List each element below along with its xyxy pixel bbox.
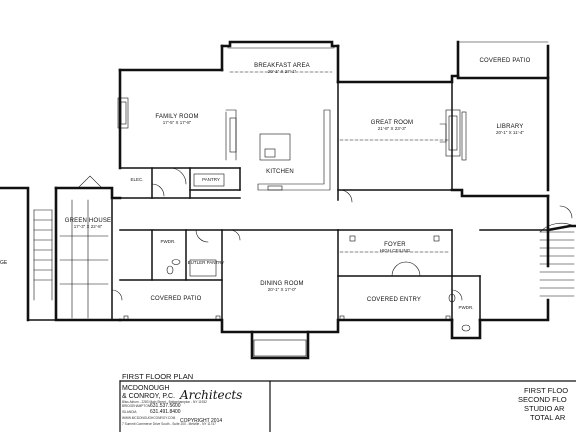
room-foyer-name: FOYER [384, 242, 406, 248]
copyright-text: COPYRIGHT 2014 [180, 418, 222, 424]
title-block: FIRST FLOOR PLAN MCDONOUGH & CONROY, P.C… [122, 372, 568, 426]
room-kitchen-name: KITCHEN [266, 169, 294, 175]
room-pwdr-right-name: PWDR. [459, 305, 474, 310]
room-great-name: GREAT ROOM [371, 120, 413, 126]
room-breakfast-dim: 20'-1" X 27'-1" [268, 69, 297, 74]
room-pantry-name: PANTRY [202, 177, 220, 182]
room-covered-entry-name: COVERED ENTRY [367, 297, 421, 303]
plan-title: FIRST FLOOR PLAN [122, 372, 193, 381]
office1-phone: 631.537.5600 [150, 403, 181, 409]
area-label-first-floor: FIRST FLOO [524, 386, 568, 395]
firm-script-name: Architects [179, 388, 242, 402]
area-label-studio: STUDIO AR [524, 404, 565, 413]
room-library-name: LIBRARY [497, 124, 524, 130]
firm-name-line2: & CONROY, P.C. [122, 393, 175, 400]
firm-address-line2: 7 Summit Commerce Drive South - Suite 20… [122, 422, 216, 426]
room-covered-patio-bottom-name: COVERED PATIO [150, 296, 201, 302]
title-block-frame [119, 380, 576, 432]
room-greenhouse-name: GREEN HOUSE [65, 218, 112, 224]
area-label-second-floor: SECOND FLO [518, 395, 567, 404]
room-greenhouse-dim: 17'-3" X 22'-8" [74, 224, 103, 229]
room-library-dim: 20'-1" X 11'-4" [496, 130, 524, 135]
room-dining-name: DINING ROOM [260, 281, 304, 287]
room-butler-name: BUTLER PANTRY [188, 260, 225, 265]
room-elec-name: ELEC. [130, 177, 143, 182]
room-family-dim: 17'-5" X 17'-8" [163, 120, 192, 125]
room-labels: BREAKFAST AREA 20'-1" X 27'-1" COVERED P… [0, 58, 530, 310]
room-covered-patio-top-name: COVERED PATIO [479, 58, 530, 64]
room-dining-dim: 20'-1" X 17'-0" [268, 287, 297, 292]
room-breakfast-name: BREAKFAST AREA [254, 63, 310, 69]
room-pwdr-left-name: PWDR. [161, 239, 176, 244]
exterior-walls [0, 40, 576, 360]
firm-name-line1: MCDONOUGH [122, 385, 169, 392]
room-foyer-dim: HIGH CEILING [380, 248, 411, 253]
office2-phone: 631.491.8400 [150, 409, 181, 415]
firm-address-line1: Bliss Atrium - 2283 Main Street - Bridge… [122, 400, 207, 404]
area-label-total: TOTAL AR [530, 413, 566, 422]
office2-label: ISLANDIA [122, 410, 137, 414]
room-great-dim: 21'-8" X 23'-3" [378, 126, 407, 131]
office1-label: BRIDGEHAMPTON [122, 404, 151, 408]
interior-walls [27, 81, 549, 321]
room-garage-partial-name: GE [0, 260, 8, 266]
firm-website: WWW.MCDONOUGHCONROY.COM [122, 416, 176, 420]
room-family-name: FAMILY ROOM [155, 114, 198, 120]
